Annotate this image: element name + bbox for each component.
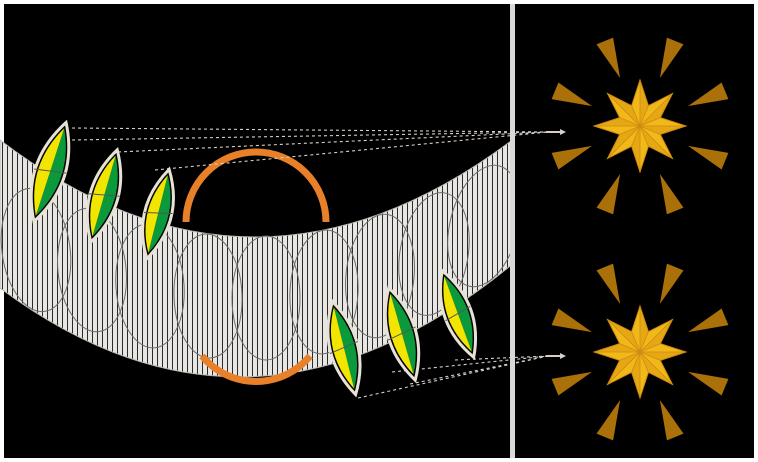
divider-line [510,4,515,458]
